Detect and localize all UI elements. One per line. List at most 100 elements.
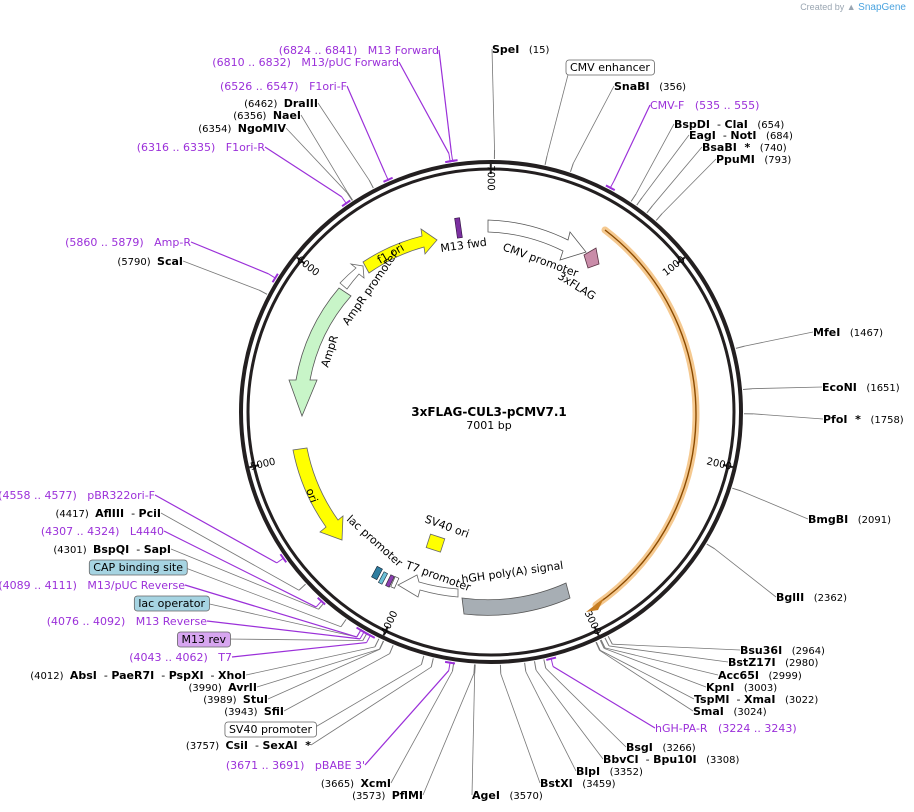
site-label-text: TspMI - XmaI (3022) xyxy=(694,693,818,706)
site-label-text: (4012) AbsI - PaeR7I - PspXI - XhoI xyxy=(30,669,246,682)
site-label-43[interactable]: (4558 .. 4577) pBR322ori-F xyxy=(0,489,155,502)
site-label-30[interactable]: (3943) SfiI xyxy=(224,705,284,718)
site-label-2[interactable]: SnaBI (356) xyxy=(614,80,686,93)
site-label-part: M13/pUC Reverse xyxy=(77,579,185,592)
cul3-orf-arc[interactable] xyxy=(592,226,700,609)
site-label-38[interactable]: (4089 .. 4111) M13/pUC Reverse xyxy=(0,579,185,592)
site-label-part: BmgBI xyxy=(808,513,848,526)
m13-fwd-feature[interactable] xyxy=(454,217,463,239)
site-label-35[interactable]: M13 rev xyxy=(177,631,231,648)
site-label-part: (6316 .. 6335) xyxy=(137,141,216,154)
site-label-text: BsgI (3266) xyxy=(626,741,696,754)
site-label-47[interactable]: (6354) NgoMIV xyxy=(198,122,286,135)
site-label-part: SnaBI xyxy=(614,80,650,93)
site-label-3[interactable]: CMV-F (535 .. 555) xyxy=(650,99,759,112)
site-label-50[interactable]: (6526 .. 6547) F1ori-F xyxy=(220,80,347,93)
site-label-37[interactable]: lac operator xyxy=(133,595,210,612)
site-label-text: BsaBI * (740) xyxy=(702,141,787,154)
site-label-42[interactable]: (4417) AflIII - PciI xyxy=(56,507,161,520)
feature-layer xyxy=(288,217,700,616)
leader-line xyxy=(231,641,367,658)
site-label-4[interactable]: BspDI - ClaI (654) xyxy=(674,118,784,131)
site-label-part: NaeI xyxy=(273,109,301,122)
site-label-11[interactable]: BmgBI (2091) xyxy=(808,513,891,526)
site-tick xyxy=(430,658,434,668)
site-label-40[interactable]: (4301) BspQI - SapI xyxy=(53,543,171,556)
site-label-18[interactable]: SmaI (3024) xyxy=(693,705,767,718)
site-label-32[interactable]: (3990) AvrII xyxy=(188,681,257,694)
site-tick xyxy=(604,637,610,647)
site-label-7[interactable]: PpuMI (793) xyxy=(716,153,791,166)
site-label-12[interactable]: BglII (2362) xyxy=(776,591,847,604)
cmv-promoter-arrow[interactable] xyxy=(487,219,587,261)
ampr-feature[interactable] xyxy=(288,287,352,418)
site-label-part: M13 Reverse xyxy=(125,615,207,628)
site-label-part: (535 .. 555) xyxy=(684,99,759,112)
leader-line xyxy=(182,260,260,291)
site-label-part: BglII xyxy=(776,591,804,604)
site-label-10[interactable]: PfoI * (1758) xyxy=(823,413,904,426)
site-label-49[interactable]: (6462) DraIII xyxy=(244,97,318,110)
site-label-33[interactable]: (4012) AbsI - PaeR7I - PspXI - XhoI xyxy=(30,669,246,682)
site-label-34[interactable]: (4043 .. 4062) T7 xyxy=(129,651,232,664)
site-label-part: PciI xyxy=(139,507,161,520)
site-label-45[interactable]: (5860 .. 5879) Amp-R xyxy=(65,236,191,249)
lac-operator-feature[interactable] xyxy=(371,565,383,581)
site-label-24[interactable]: AgeI (3570) xyxy=(472,789,543,802)
site-label-text: KpnI (3003) xyxy=(706,681,777,694)
hgh-polya-feature[interactable] xyxy=(461,582,571,616)
site-label-13[interactable]: Bsu36I (2964) xyxy=(740,644,825,657)
site-label-17[interactable]: TspMI - XmaI (3022) xyxy=(694,693,818,706)
primer-binding-mark xyxy=(356,626,366,634)
site-label-25[interactable]: (3573) PflMI xyxy=(352,789,423,802)
site-label-27[interactable]: (3671 .. 3691) pBABE 3' xyxy=(226,759,365,772)
site-label-part: Amp-R xyxy=(144,236,192,249)
sv40-ori-feature[interactable] xyxy=(425,533,446,553)
ori-feature[interactable] xyxy=(292,447,344,541)
site-label-8[interactable]: MfeI (1467) xyxy=(813,326,883,339)
site-label-39[interactable]: CAP binding site xyxy=(88,559,188,576)
site-label-5[interactable]: EagI - NotI (684) xyxy=(689,129,793,142)
site-label-22[interactable]: BlpI (3352) xyxy=(576,765,643,778)
f1-ori-feature[interactable] xyxy=(362,228,438,274)
site-label-part: L4440 xyxy=(119,525,164,538)
site-tick xyxy=(543,659,547,669)
site-label-44[interactable]: (5790) ScaI xyxy=(117,255,183,268)
lac-promoter-feature[interactable] xyxy=(390,576,400,589)
site-label-14[interactable]: BstZ17I (2980) xyxy=(728,656,818,669)
site-label-41[interactable]: (4307 .. 4324) L4440 xyxy=(41,525,164,538)
site-label-part: BstZ17I xyxy=(728,656,776,669)
site-label-part: (684) xyxy=(757,131,794,142)
site-label-28[interactable]: (3757) CsiI - SexAI * xyxy=(186,739,311,752)
site-label-19[interactable]: hGH-PA-R (3224 .. 3243) xyxy=(655,722,797,735)
site-label-0[interactable]: SpeI (15) xyxy=(492,43,550,56)
site-label-6[interactable]: BsaBI * (740) xyxy=(702,141,787,154)
site-label-31[interactable]: (3989) StuI xyxy=(203,693,268,706)
m13-rev-feature[interactable] xyxy=(385,574,395,588)
site-label-23[interactable]: BstXI (3459) xyxy=(540,777,616,790)
site-tick xyxy=(569,163,574,172)
site-label-part: (3459) xyxy=(573,779,616,790)
site-label-29[interactable]: SV40 promoter xyxy=(224,721,317,738)
site-label-51[interactable]: (6810 .. 6832) M13/pUC Forward xyxy=(212,56,399,69)
site-label-part: BspDI xyxy=(674,118,710,131)
ampr-promoter-feature[interactable] xyxy=(339,263,365,290)
leader-line xyxy=(283,653,390,712)
site-label-36[interactable]: (4076 .. 4092) M13 Reverse xyxy=(47,615,207,628)
feature-label-ori: ori xyxy=(303,487,320,505)
site-label-48[interactable]: (6356) NaeI xyxy=(233,109,301,122)
primer-binding-mark xyxy=(605,184,616,192)
site-label-15[interactable]: Acc65I (2999) xyxy=(718,669,802,682)
site-label-20[interactable]: BsgI (3266) xyxy=(626,741,696,754)
site-label-part: NotI xyxy=(730,129,756,142)
t7-promoter-feature[interactable] xyxy=(397,574,459,598)
site-label-52[interactable]: (6824 .. 6841) M13 Forward xyxy=(279,44,439,57)
site-label-1[interactable]: CMV enhancer xyxy=(565,59,655,76)
cap-binding-feature[interactable] xyxy=(378,571,388,585)
site-label-9[interactable]: EcoNI (1651) xyxy=(822,381,900,394)
site-label-16[interactable]: KpnI (3003) xyxy=(706,681,777,694)
site-label-26[interactable]: (3665) XcmI xyxy=(321,777,391,790)
site-label-21[interactable]: BbvCI - Bpu10I (3308) xyxy=(603,753,739,766)
3xflag-feature[interactable] xyxy=(583,247,600,269)
site-label-46[interactable]: (6316 .. 6335) F1ori-R xyxy=(137,141,266,154)
